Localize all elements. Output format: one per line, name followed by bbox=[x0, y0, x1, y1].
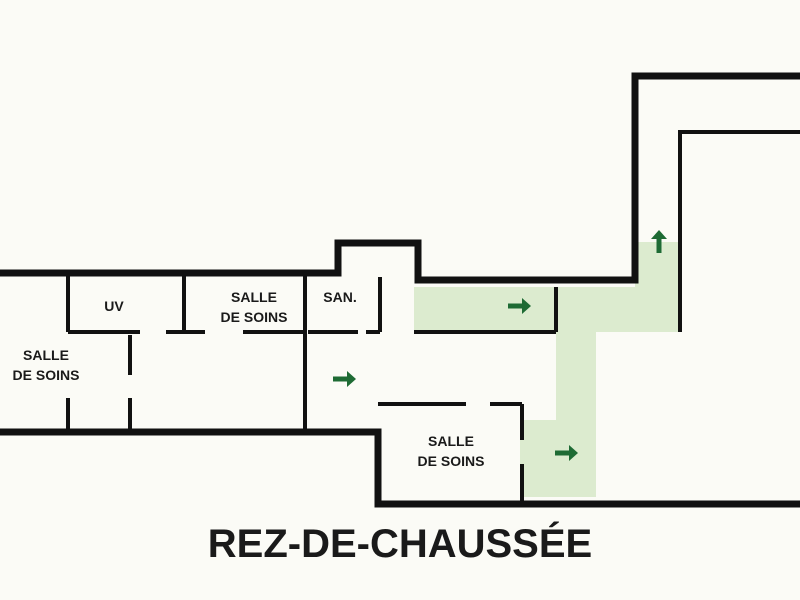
room-label-sanitaire: SAN. bbox=[323, 289, 356, 305]
room-label-salle-de-soins-west-line1: SALLE bbox=[23, 347, 69, 363]
floor-title: REZ-DE-CHAUSSÉE bbox=[207, 522, 593, 566]
room-label-salle-de-soins-south-line2: DE SOINS bbox=[418, 453, 485, 469]
room-label-uv: UV bbox=[104, 298, 124, 314]
room-label-salle-de-soins-center-line2: DE SOINS bbox=[221, 309, 288, 325]
room-label-salle-de-soins-center-line1: SALLE bbox=[231, 289, 277, 305]
room-label-salle-de-soins-south-line1: SALLE bbox=[428, 433, 474, 449]
building-floor bbox=[0, 76, 800, 504]
evacuation-path bbox=[414, 242, 680, 497]
outer-walls bbox=[0, 72, 800, 508]
interior-walls bbox=[66, 130, 800, 504]
room-label-salle-de-soins-west-line2: DE SOINS bbox=[13, 367, 80, 383]
